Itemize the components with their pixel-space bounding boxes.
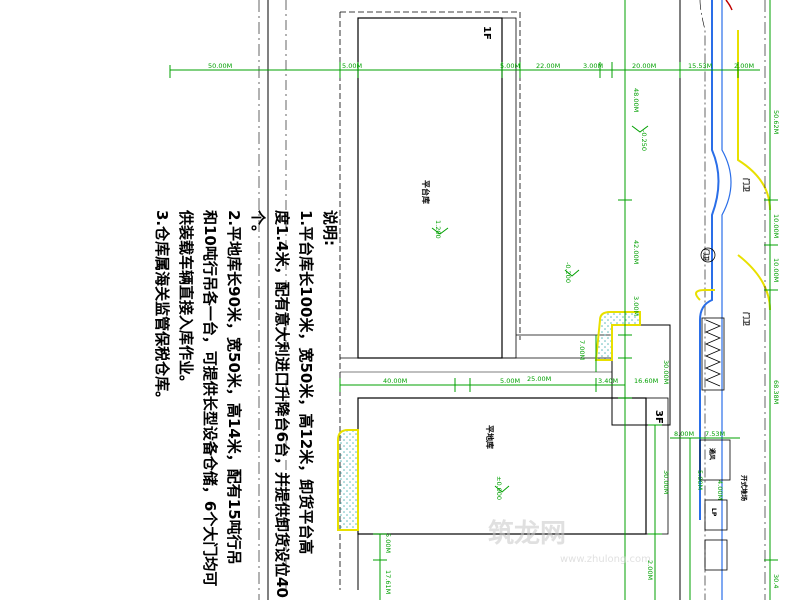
watermark-url: www.zhulong.com — [560, 554, 651, 565]
dim-5m-d: 5.00M — [696, 470, 704, 490]
dim-20m: 20.00M — [632, 62, 656, 70]
flat-warehouse — [357, 397, 647, 535]
dim-5m-b: 5.00M — [500, 62, 520, 70]
dim-25m: 25.00M — [527, 375, 551, 383]
dim-5m-a: 5.00M — [342, 62, 362, 70]
dim-5m-e: 5.00M — [384, 533, 392, 553]
dim-10m-b: 10.00M — [772, 258, 780, 282]
elev-platform: 1.200 — [434, 220, 442, 239]
note-line-7: 3.仓库属海关监管保税仓库。 — [153, 210, 171, 407]
dim-2m-b: 2.00M — [646, 560, 654, 580]
dim-3m: 3.00M — [583, 62, 603, 70]
dim-6838m: 68.38M — [772, 380, 780, 404]
watermark-logo-text: 筑龙网 — [488, 518, 566, 549]
platform-warehouse-label: 平台库 — [421, 180, 431, 204]
notes-block: 说明: 1.平台库长100米，宽50米，高12米，卸货平台高 度1.4米，配有意… — [0, 210, 342, 598]
note-line-6: 供装载车辆直接入库作业。 — [177, 210, 195, 391]
floor-1f: 1F — [481, 26, 492, 40]
note-line-5: 和10吨行吊各一台，可提供长型设备仓储，6个大门均可 — [201, 210, 219, 587]
gate-label-2: 门卫 — [742, 312, 751, 326]
sub-label-1: 通风 — [708, 448, 716, 460]
elev-yard2: -0.200 — [564, 262, 572, 283]
pump-block — [704, 499, 728, 531]
utility-block — [704, 539, 728, 571]
green-area-dock — [594, 311, 641, 361]
dim-48m: 48.00M — [632, 88, 640, 112]
dim-5m-c: 5.00M — [500, 377, 520, 385]
open-yard-label: 开式堆场 — [740, 475, 749, 502]
flat-warehouse-label: 平地库 — [485, 425, 495, 449]
note-line-4: 2.平地库长90米，宽50米，高14米，配有15吨行吊 — [225, 210, 243, 565]
dim-753m: 7.53M — [705, 430, 725, 438]
note-line-2: 度1.4米，配有意大利进口升降台6台，并提供卸货设位40 — [273, 210, 291, 598]
floor-3f: 3F — [653, 410, 664, 424]
dim-7m: 7.00M — [578, 340, 586, 360]
dim-10m-a: 10.00M — [772, 214, 780, 238]
road-blue-edge — [699, 0, 720, 520]
dimension-lines — [169, 0, 778, 600]
gate-label-1: 门卫 — [742, 178, 751, 192]
sub-label-2: LP — [710, 508, 717, 517]
notes-heading: 说明: — [321, 210, 339, 246]
dim-2m: 2.00M — [734, 62, 754, 70]
dim-50m: 50.00M — [208, 62, 232, 70]
watermark: 筑龙网 www.zhulong.com — [488, 518, 651, 565]
sliding-gate — [704, 319, 722, 387]
elev-yard1: -0.250 — [640, 130, 648, 151]
note-line-1: 1.平台库长100米，宽50米，高12米，卸货平台高 — [297, 210, 315, 555]
dim-30m-b: 30.00M — [662, 470, 670, 494]
road-blue-edge-2 — [721, 0, 732, 600]
dim-340m: 3.40M — [598, 377, 618, 385]
substation-block — [699, 439, 731, 481]
dim-22m: 22.00M — [536, 62, 560, 70]
red-mark — [725, 0, 733, 11]
dim-1660m: 16.60M — [634, 377, 658, 385]
dim-3m-b: 3.00M — [632, 296, 640, 316]
dim-1761m: 17.61M — [384, 570, 392, 594]
guard-label: 门卫 — [702, 249, 710, 261]
green-area-left — [337, 429, 359, 531]
note-line-3: 个。 — [249, 210, 267, 241]
elevation-markers — [431, 125, 649, 493]
guard-house-icon — [700, 247, 716, 263]
elev-flat: ±0.000 — [495, 476, 503, 500]
dim-304: 30.4 — [772, 574, 780, 588]
yellow-curb-entry — [695, 289, 715, 301]
dim-4m: 4.00M — [716, 480, 724, 500]
dim-30m-a: 30.00M — [662, 360, 670, 384]
dim-8m: 8.00M — [674, 430, 694, 438]
dim-40m: 40.00M — [383, 377, 407, 385]
dim-42m: 42.00M — [632, 240, 640, 264]
road-centerline — [699, 0, 706, 600]
dim-5062m: 50.62M — [772, 110, 780, 134]
dim-1553m: 15.53M — [688, 62, 712, 70]
yellow-curb-mid — [737, 254, 771, 311]
gate-frame — [701, 317, 725, 391]
